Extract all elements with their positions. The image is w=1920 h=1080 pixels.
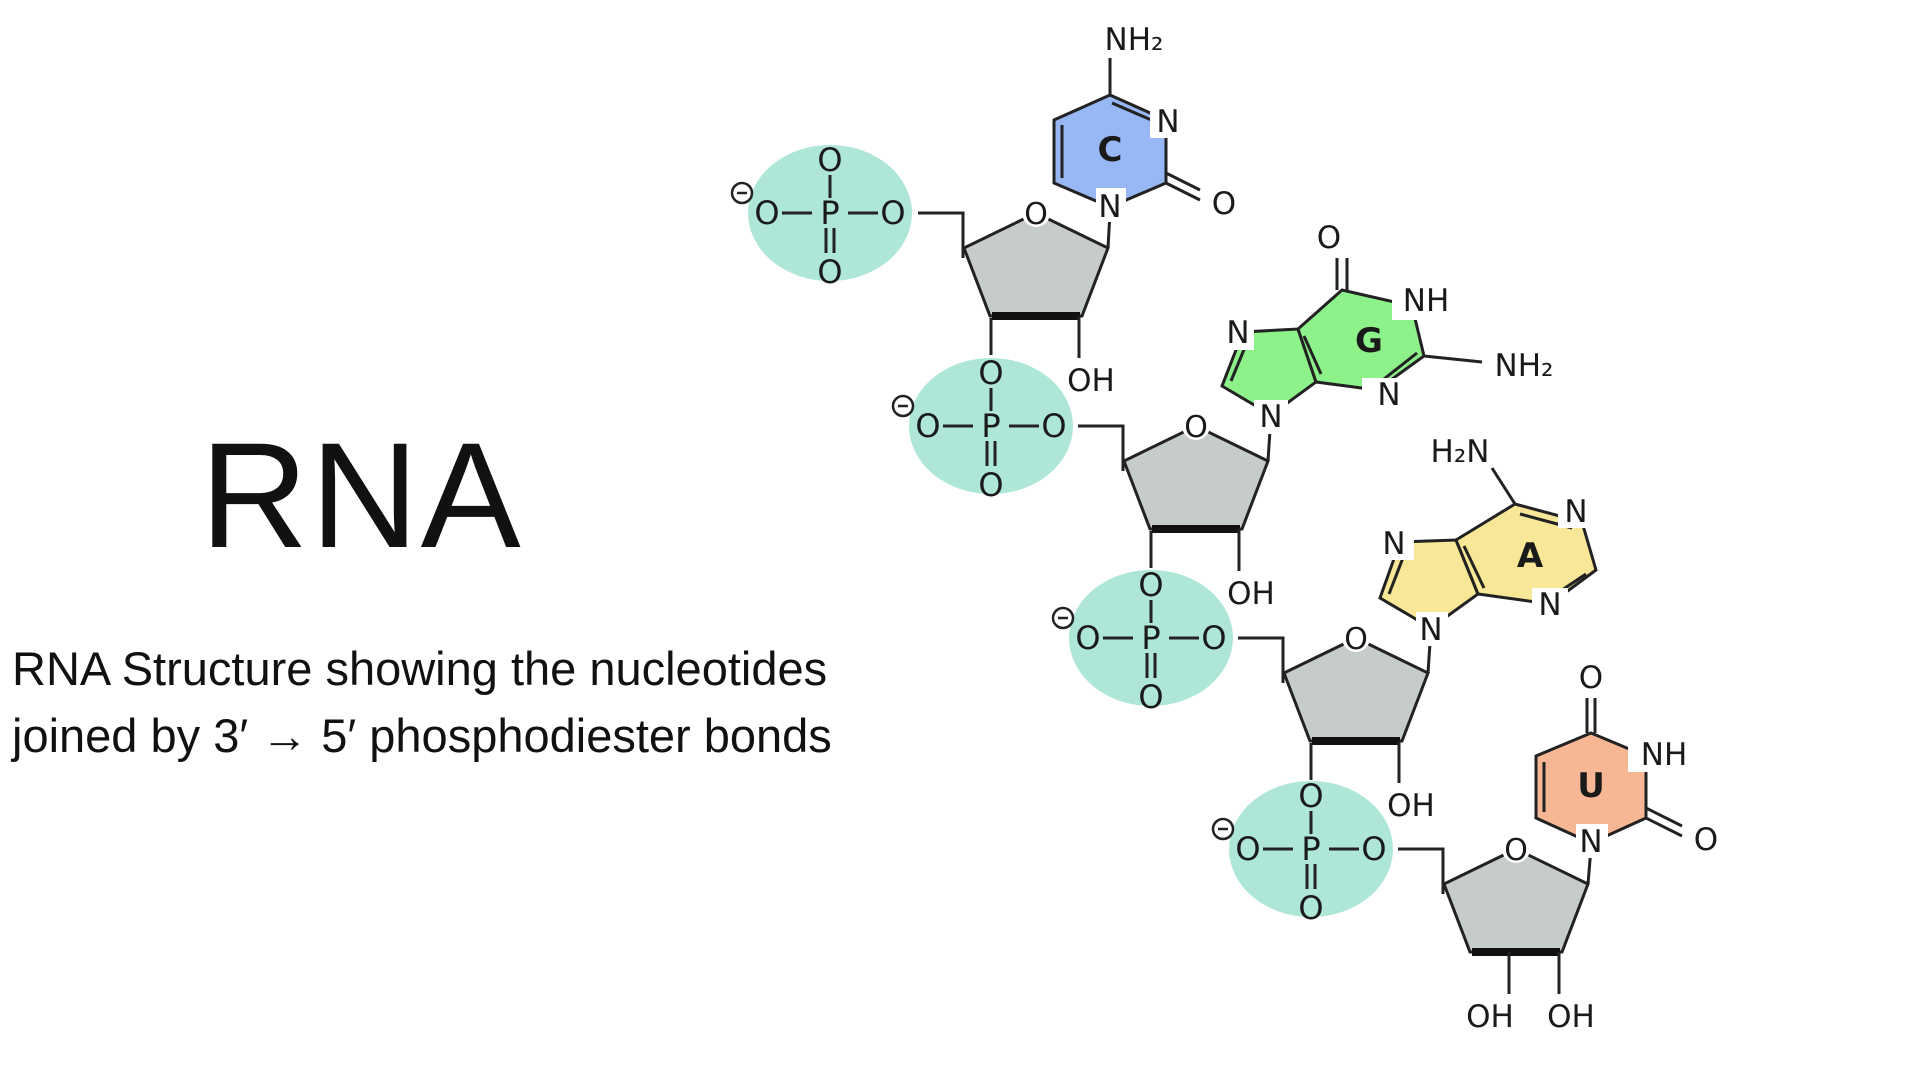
base-guanine: N N N NH O NH₂ G	[1218, 220, 1553, 435]
caption: RNA Structure showing the nucleotides jo…	[12, 635, 932, 769]
base-letter-a: A	[1517, 536, 1544, 576]
phosphate-group-4	[1211, 775, 1395, 929]
backbone-bonds	[918, 211, 1445, 894]
base-letter-c: C	[1098, 130, 1123, 170]
oxygen-label: O	[1317, 220, 1341, 256]
nitrogen-label: N	[1564, 494, 1587, 530]
phosphate-group-3	[1051, 564, 1235, 718]
amine-label: H₂N	[1431, 434, 1490, 470]
base-letter-g: G	[1355, 321, 1383, 361]
base-adenine: N N N N H₂N A	[1378, 434, 1598, 648]
nitrogen-label: N	[1098, 189, 1121, 225]
nitrogen-label: N	[1226, 315, 1249, 351]
nitrogen-label: N	[1382, 526, 1405, 562]
nitrogen-label: N	[1377, 377, 1400, 413]
imine-label: NH	[1641, 737, 1688, 773]
phosphate-group-1	[730, 139, 914, 293]
base-cytosine: N N O NH₂ C	[1052, 22, 1236, 225]
amine-label: NH₂	[1105, 22, 1164, 58]
caption-line-1: RNA Structure showing the nucleotides	[12, 642, 828, 695]
oxygen-label: O	[1694, 822, 1718, 858]
nitrogen-label: N	[1156, 104, 1179, 140]
base-letter-u: U	[1577, 766, 1605, 806]
nitrogen-label: N	[1419, 612, 1442, 648]
base-uracil: NH N O O U	[1534, 660, 1718, 860]
caption-line-2: joined by 3′ → 5′ phosphodiester bonds	[12, 709, 832, 762]
amine-label: NH₂	[1495, 348, 1554, 384]
page-title: RNA	[200, 411, 523, 579]
hydroxyl-label-3prime: OH	[1466, 999, 1514, 1035]
oxygen-label: O	[1579, 660, 1603, 696]
nitrogen-label: N	[1579, 824, 1602, 860]
nitrogen-label: N	[1259, 399, 1282, 435]
oxygen-label: O	[1212, 186, 1236, 222]
nitrogen-label: N	[1538, 587, 1561, 623]
phosphate-group-2	[891, 352, 1075, 506]
imine-label: NH	[1403, 283, 1450, 319]
